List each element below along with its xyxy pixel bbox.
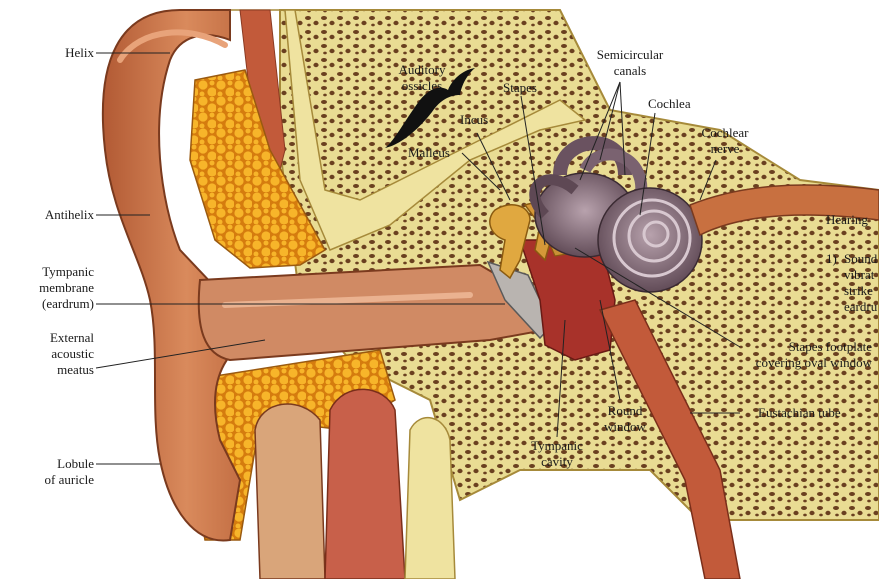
side-item-number: 1): [826, 251, 837, 266]
label-eustachian-tube: Eustachian tube: [758, 405, 841, 420]
label-helix: Helix: [65, 45, 94, 60]
muscle-column-3: [404, 416, 456, 579]
canal-highlight: [222, 292, 473, 308]
helix-rim: [117, 29, 228, 63]
label-tympanic-cavity: Tympanic cavity: [531, 438, 583, 469]
label-malleus: Malleus: [408, 145, 450, 160]
muscle-column-2: [324, 388, 406, 579]
label-semicircular-canals: Semicircular canals: [596, 47, 664, 78]
label-external-acoustic-meatus: External acoustic meatus: [49, 330, 94, 377]
side-item-text: Sound vibrat strike eardru: [844, 251, 878, 314]
eustachian-tube-shape: [598, 299, 741, 579]
label-stapes: Stapes: [503, 80, 537, 95]
label-incus: Incus: [460, 112, 489, 127]
cochlea-turn-2: [627, 209, 681, 263]
upper-fat: [189, 69, 327, 269]
label-cochlea: Cochlea: [648, 96, 691, 111]
label-cochlear-nerve: Cochlear nerve: [701, 125, 749, 156]
muscle-column-1: [254, 403, 326, 579]
ossicles-bracket: [385, 68, 475, 148]
label-antihelix: Antihelix: [44, 207, 94, 222]
label-stapes-footplate: Stapes footplate covering oval window: [755, 339, 872, 370]
label-round-window: Round window: [604, 403, 646, 434]
label-tympanic-membrane: Tympanic membrane (eardrum): [39, 264, 94, 311]
malleus-shape: [489, 204, 531, 280]
leader-lines: [95, 52, 741, 465]
label-auditory-ossicles: Auditory ossicles: [398, 62, 446, 93]
cortical-bone: [230, 9, 587, 251]
side-heading: Hearing: [826, 212, 868, 227]
semicircular-canal-2: [579, 148, 648, 202]
label-lobule: Lobule of auricle: [44, 456, 94, 487]
auricle: [101, 9, 273, 542]
cochlea-turn-3: [642, 220, 670, 248]
cochlea-turn-1: [612, 198, 692, 278]
cochlear-nerve-shape: [689, 184, 879, 237]
